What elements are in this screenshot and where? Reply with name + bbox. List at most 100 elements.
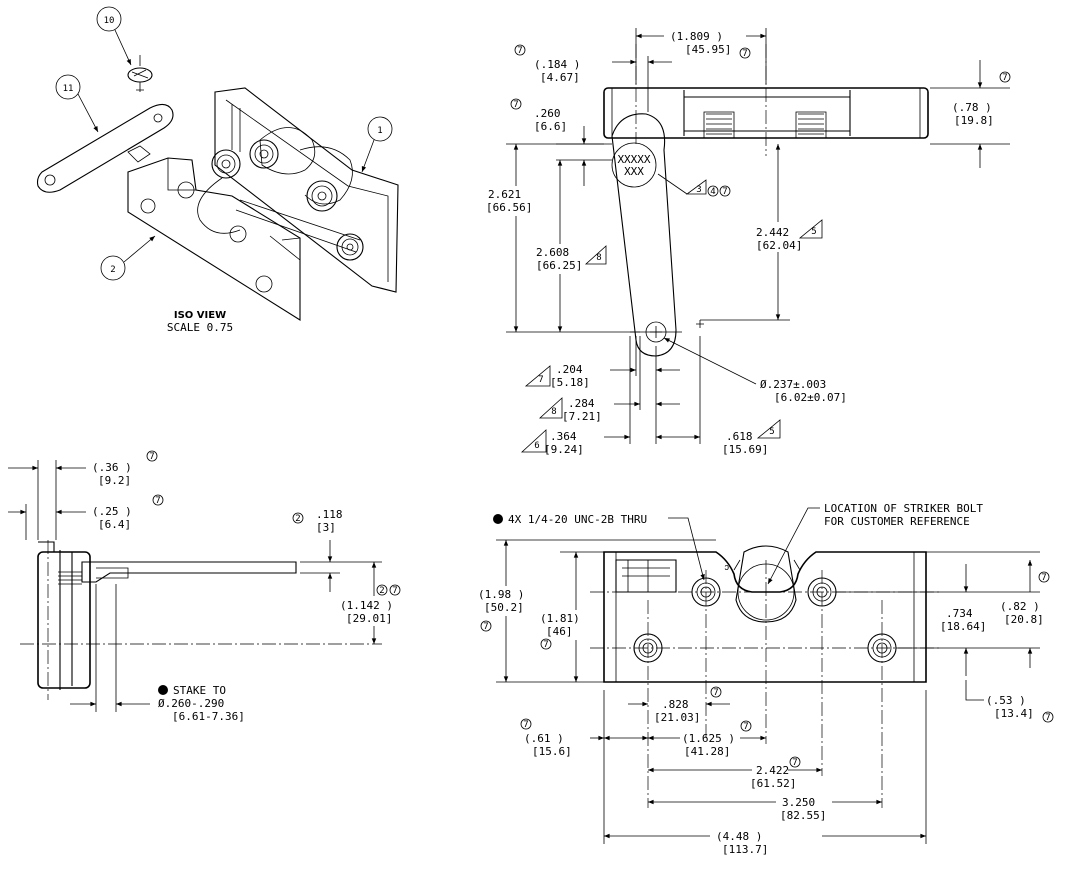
svg-text:7: 7: [792, 758, 797, 768]
dim-1809-mm: [45.95]: [685, 43, 731, 56]
svg-text:7: 7: [722, 187, 727, 197]
dim-2442-mm: [62.04]: [756, 239, 802, 252]
dim-61-mm: [15.6]: [532, 745, 572, 758]
dim-364-mm: [9.24]: [544, 443, 584, 456]
svg-text:3: 3: [696, 185, 701, 195]
stake-note-1: STAKE TO: [173, 684, 226, 697]
dim-78: (.78 ): [952, 101, 992, 114]
top-lever: [611, 113, 677, 357]
stake-note-3: [6.61-7.36]: [172, 710, 245, 723]
stake-note-2: Ø.260-.290: [158, 697, 224, 710]
note-3-triangle: 3: [657, 173, 707, 195]
note-7-marker: 7: [510, 98, 522, 110]
svg-text:7: 7: [392, 586, 397, 596]
dim-204-mm: [5.18]: [550, 376, 590, 389]
note-7-marker: 7: [999, 71, 1011, 83]
iso-plate: [127, 157, 301, 321]
dim-2422-mm: [61.52]: [750, 777, 796, 790]
dim-448-mm: [113.7]: [722, 843, 768, 856]
dim-181-mm: [46]: [546, 625, 573, 638]
dim-36-mm: [9.2]: [98, 474, 131, 487]
dim-78-mm: [19.8]: [954, 114, 994, 127]
dim-734-mm: [18.64]: [940, 620, 986, 633]
top-view: XXXXX XXX (1.809 ) [45.95] (.184 ) [4.67…: [484, 28, 1011, 456]
note-7-marker: 7: [1038, 571, 1050, 583]
svg-text:7: 7: [713, 688, 718, 698]
dim-2621: 2.621: [488, 188, 521, 201]
dim-118: .118: [316, 508, 343, 521]
dim-2608: 2.608: [536, 246, 569, 259]
dim-hole-mm: [6.02±0.07]: [774, 391, 847, 404]
note-2-marker: 2: [376, 584, 388, 596]
dim-3250: 3.250: [782, 796, 815, 809]
part-marking-1: XXXXX: [617, 153, 650, 166]
note-7-marker: 7: [719, 185, 731, 197]
svg-text:2: 2: [110, 265, 115, 275]
part-marking-2: XXX: [624, 165, 644, 178]
iso-view-title: ISO VIEW: [174, 310, 226, 321]
svg-text:2: 2: [379, 586, 384, 596]
svg-text:7: 7: [538, 375, 543, 385]
dim-2608-mm: [66.25]: [536, 259, 582, 272]
svg-text:1: 1: [377, 126, 382, 136]
dim-2621-mm: [66.56]: [486, 201, 532, 214]
note-7-marker: 7: [152, 494, 164, 506]
note-8-triangle: 8: [584, 245, 607, 265]
dim-61: (.61 ): [524, 732, 564, 745]
svg-text:7: 7: [1002, 73, 1007, 83]
dim-1142: (1.142 ): [340, 599, 393, 612]
note-7-marker: 7: [740, 720, 752, 732]
note-7-marker: 7: [389, 584, 401, 596]
iso-lever: [36, 103, 174, 193]
dim-198-mm: [50.2]: [484, 601, 524, 614]
dim-82: (.82 ): [1000, 600, 1040, 613]
dim-184: (.184 ): [534, 58, 580, 71]
dim-260-mm: [6.6]: [534, 120, 567, 133]
dim-828-mm: [21.03]: [654, 711, 700, 724]
dim-181: (1.81): [540, 612, 580, 625]
iso-housing: [214, 87, 399, 293]
note-5-triangle: 5: [756, 419, 781, 439]
dim-828: .828: [662, 698, 689, 711]
note-7-marker: 7: [146, 450, 158, 462]
svg-text:5: 5: [769, 427, 774, 437]
svg-text:7: 7: [743, 722, 748, 732]
balloon-10: 10: [96, 6, 132, 66]
dim-53-mm: [13.4]: [994, 707, 1034, 720]
svg-text:10: 10: [104, 16, 115, 26]
note-4-marker: 4: [707, 185, 719, 197]
dim-364: .364: [550, 430, 577, 443]
iso-view-scale: SCALE 0.75: [167, 321, 233, 334]
dim-82-mm: [20.8]: [1004, 613, 1044, 626]
note-7-marker: 7: [540, 638, 552, 650]
svg-text:4: 4: [710, 187, 715, 197]
note-7-marker: 7: [739, 47, 751, 59]
svg-text:6: 6: [534, 441, 539, 451]
striker-note-2: FOR CUSTOMER REFERENCE: [824, 515, 970, 528]
front-plate: [603, 551, 927, 683]
svg-text:7: 7: [155, 496, 160, 506]
dim-284: .284: [568, 397, 595, 410]
dim-25: (.25 ): [92, 505, 132, 518]
dim-36: (.36 ): [92, 461, 132, 474]
side-view: (.36 ) [9.2] (.25 ) [6.4] .118 [3] (1.14…: [8, 450, 410, 723]
svg-text:7: 7: [517, 46, 522, 56]
dim-2422: 2.422: [756, 764, 789, 777]
dim-25-mm: [6.4]: [98, 518, 131, 531]
dim-184-mm: [4.67]: [540, 71, 580, 84]
dim-118-mm: [3]: [316, 521, 336, 534]
dim-448: (4.48 ): [716, 830, 762, 843]
svg-text:7: 7: [149, 452, 154, 462]
balloon-11: 11: [55, 74, 99, 133]
svg-text:7: 7: [523, 720, 528, 730]
dim-1625-mm: [41.28]: [684, 745, 730, 758]
dim-hole: Ø.237±.003: [760, 378, 826, 391]
svg-text:11: 11: [63, 84, 74, 94]
balloon-1: 1: [361, 116, 393, 173]
thread-note: 4X 1/4-20 UNC-2B THRU: [508, 513, 647, 526]
dim-1142-mm: [29.01]: [346, 612, 392, 625]
svg-text:7: 7: [513, 100, 518, 110]
striker-note-1: LOCATION OF STRIKER BOLT: [824, 502, 983, 515]
svg-text:7: 7: [1041, 573, 1046, 583]
